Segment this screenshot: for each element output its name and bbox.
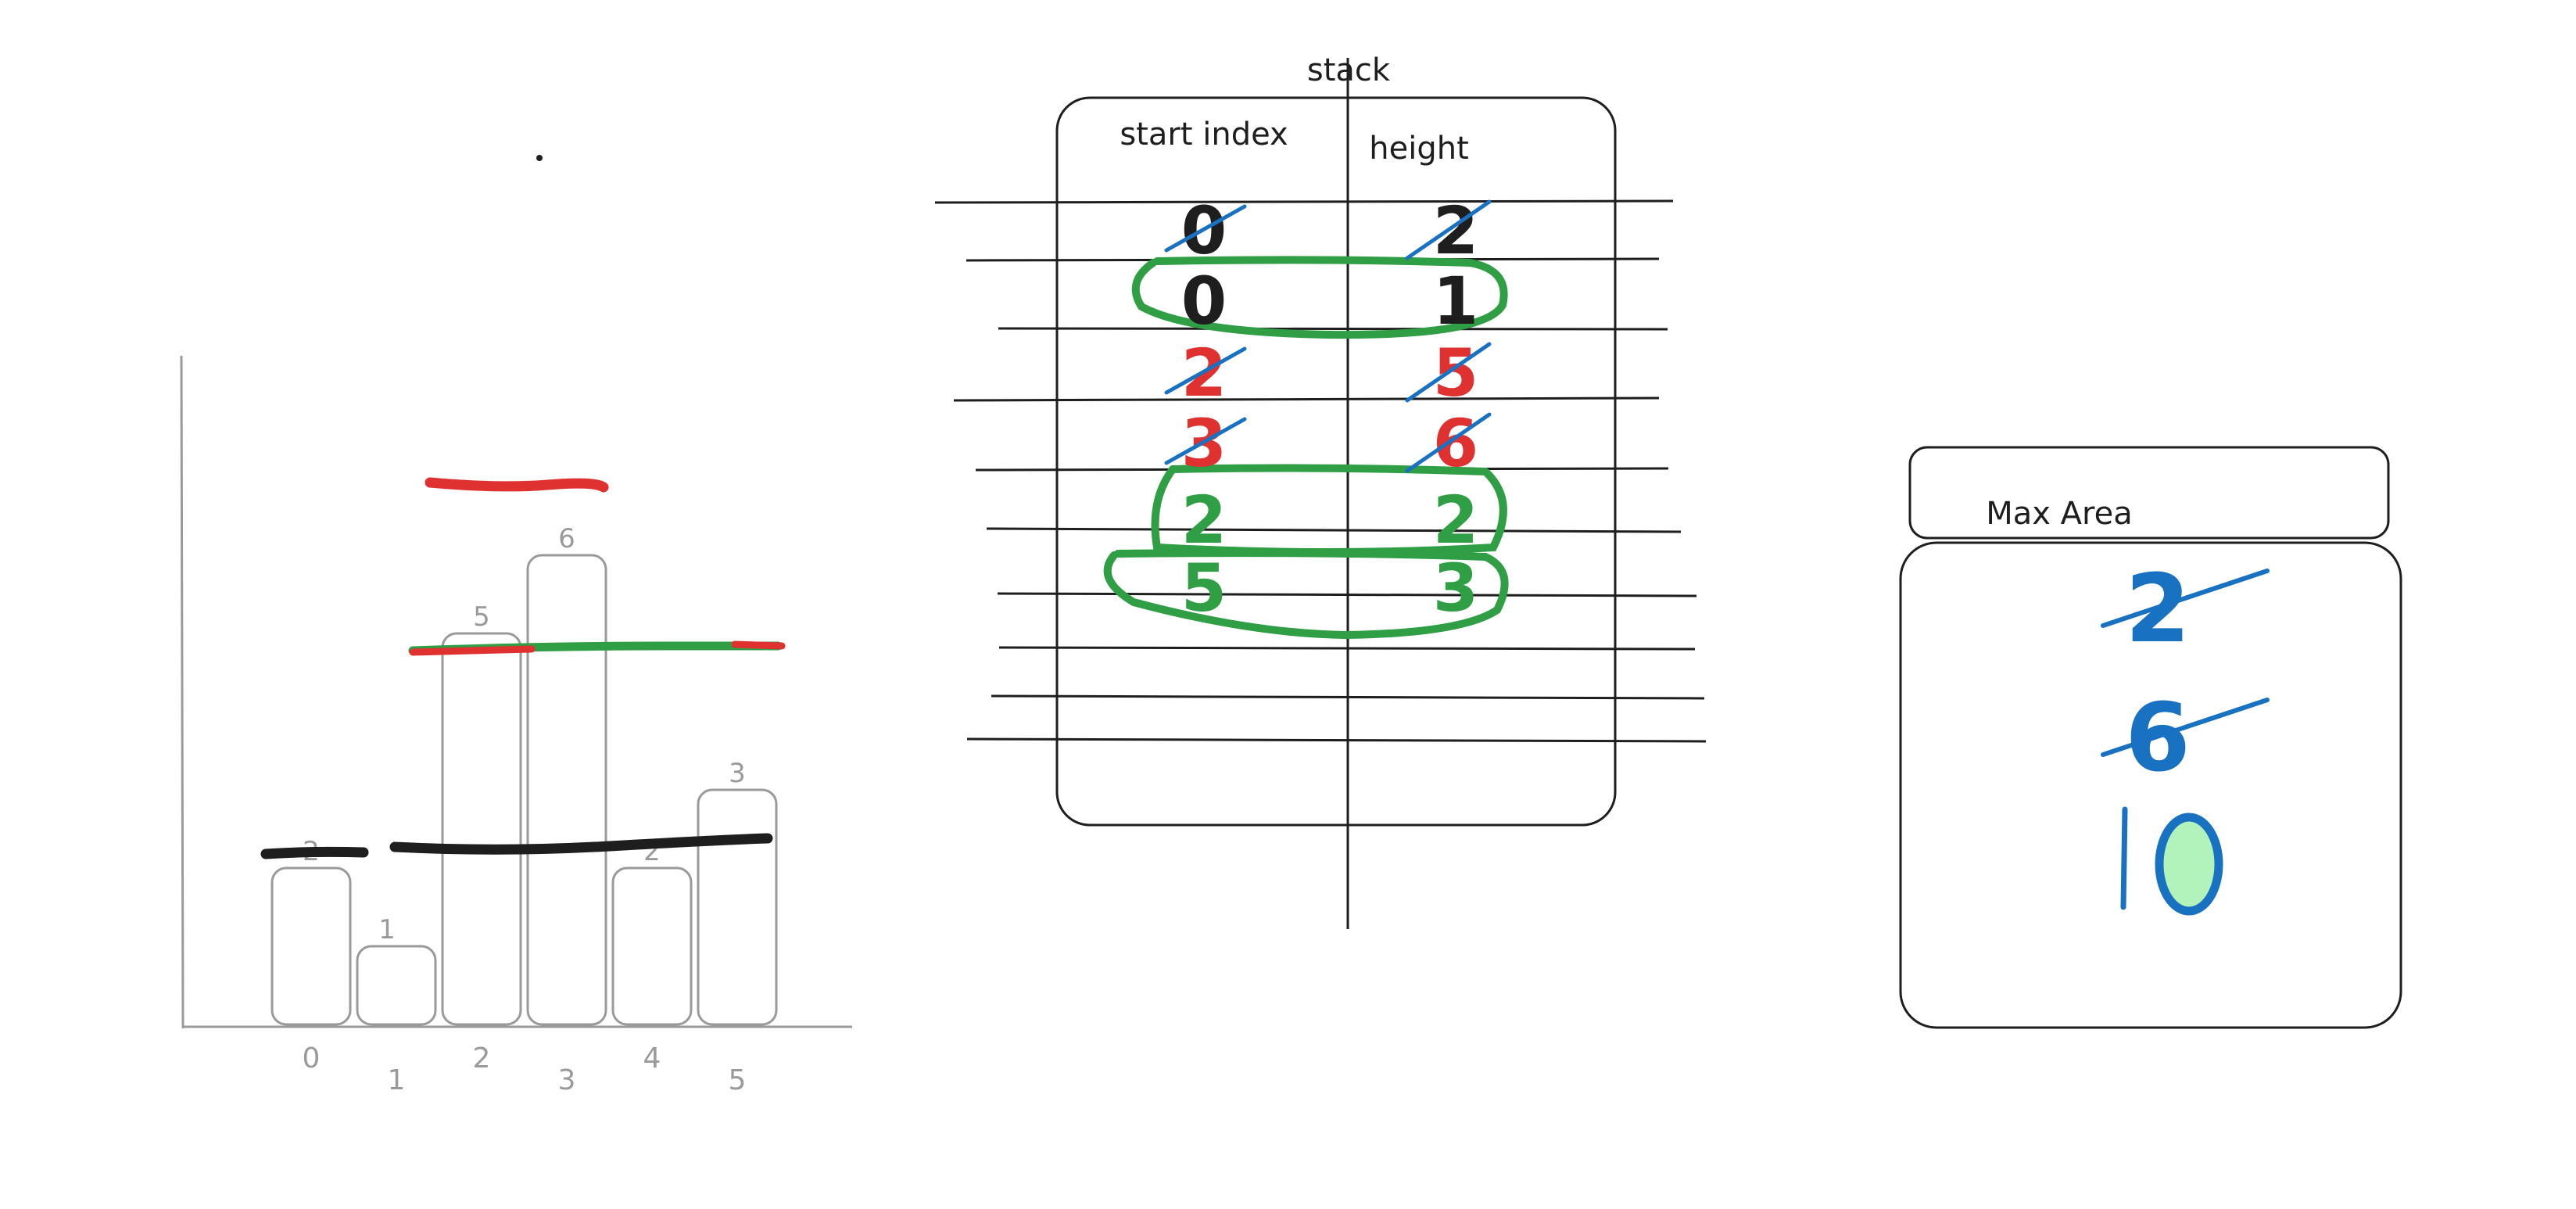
stack-row-start: 0 (1181, 263, 1227, 339)
max-area-title: Max Area (1986, 496, 2132, 532)
stack-row-height: 1 (1433, 263, 1478, 339)
bar-index-label-0: 0 (303, 1042, 321, 1074)
stack-table: stack start index height 020125362253 (934, 52, 1707, 929)
bar-index-label-3: 3 (558, 1064, 576, 1096)
histogram-bar-0 (270, 866, 352, 1026)
bar-index-label-4: 4 (643, 1042, 661, 1074)
black-height-stroke (260, 833, 773, 859)
stack-col-height: height (1369, 131, 1469, 167)
bar-value-label-5: 3 (729, 758, 746, 789)
green-circle-row-5 (1103, 549, 1509, 640)
stack-row-height: 6 (1433, 405, 1478, 482)
stack-row-height-strike (1405, 412, 1492, 473)
max-area-zero-highlight (2155, 813, 2223, 916)
max-area-panel: Max Area 2610 (1899, 446, 2402, 1029)
bar-index-label-5: 5 (729, 1064, 747, 1096)
histogram-bar-3 (526, 554, 607, 1026)
max-area-body-box (1899, 541, 2402, 1029)
histogram-bar-4 (611, 866, 693, 1026)
stack-col-start: start index (1120, 117, 1288, 152)
stack-row-height: 2 (1433, 482, 1478, 558)
stack-row-start-strike (1164, 417, 1247, 465)
stack-row-start-strike (1164, 204, 1247, 253)
stack-row: 02 (1164, 192, 1492, 269)
bar-index-label-2: 2 (473, 1042, 491, 1074)
bar-index-label-1: 1 (388, 1064, 406, 1096)
max-area-one-stroke (2120, 806, 2128, 910)
red-height-stroke-top (425, 477, 609, 493)
stack-frame (1055, 96, 1617, 827)
bar-value-label-1: 1 (378, 914, 396, 945)
histogram-y-axis (180, 355, 185, 1029)
green-circle-row-1 (1131, 256, 1508, 339)
stray-dot (536, 155, 543, 161)
stack-row-start: 5 (1181, 550, 1227, 626)
max-area-value-strike (2101, 698, 2270, 757)
stack-row: 36 (1164, 405, 1492, 482)
max-area-header-box (1908, 446, 2390, 540)
histogram-bar-1 (356, 945, 437, 1026)
bar-value-label-2: 5 (473, 601, 490, 633)
stack-row-height-strike (1405, 342, 1492, 403)
stack-row-start: 2 (1181, 482, 1227, 558)
bar-value-label-3: 6 (558, 523, 575, 554)
max-area-value-strike (2101, 569, 2270, 628)
stack-row-height: 2 (1433, 192, 1478, 269)
green-circle-row-4 (1151, 464, 1507, 556)
stack-row-height-strike (1405, 199, 1492, 260)
stack-row-height: 5 (1433, 335, 1478, 411)
stack-row-height: 3 (1433, 550, 1478, 626)
red-height-stroke-low (409, 640, 786, 656)
stack-row-start-strike (1164, 346, 1247, 395)
histogram-bar-5 (697, 788, 778, 1026)
histogram-bar-2 (441, 632, 522, 1026)
stack-row: 25 (1164, 335, 1492, 411)
